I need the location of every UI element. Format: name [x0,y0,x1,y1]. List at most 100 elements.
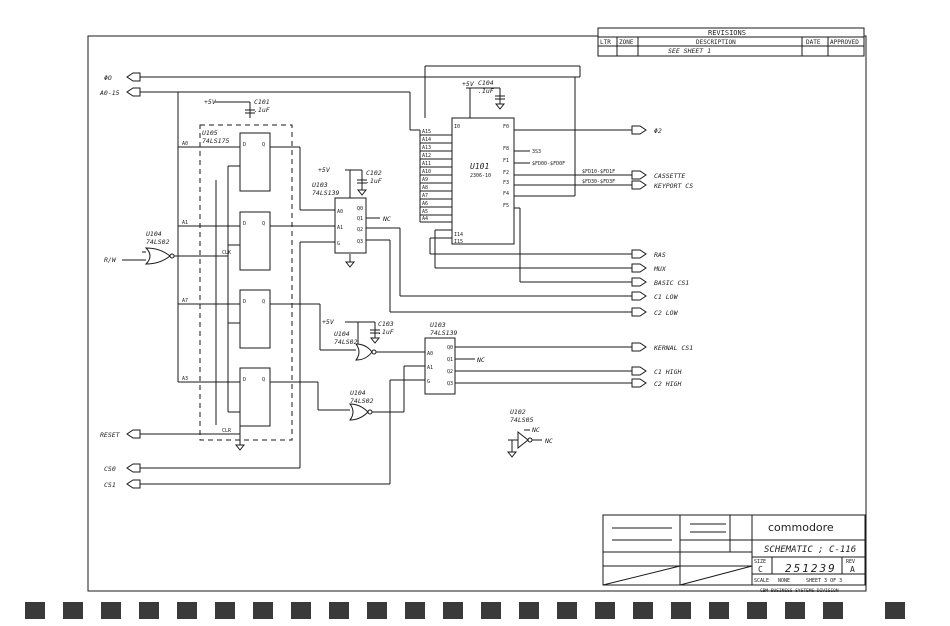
u102-ref: U102 [510,408,526,416]
connector-basic-cs1 [631,277,647,287]
svg-text:CLK: CLK [222,250,231,256]
label-addr: A0-15 [99,89,120,97]
label-c2-high: C2 HIGH [654,380,681,388]
u104b-gate [355,343,373,361]
svg-text:A12: A12 [422,153,431,159]
title-text: SCHEMATIC ; C-116 [764,545,856,555]
svg-text:I15: I15 [454,239,463,245]
label-kernal-cs1: KERNAL CS1 [653,344,693,352]
svg-text:Q0: Q0 [447,345,453,351]
connector-reset [126,429,141,439]
u103b-ref: U103 [430,321,446,329]
c104-value: .1uF [478,87,494,95]
title-company: commodore [768,521,834,534]
label-keyport: KEYPORT CS [653,182,693,190]
u103a-ref: U103 [312,181,328,189]
drawing-frame [87,35,867,592]
u102-part: 74LS05 [510,416,534,424]
label-phi0: ΦO [104,74,112,82]
svg-text:Q2: Q2 [357,227,363,233]
revisions-col-description: DESCRIPTION [696,39,736,46]
svg-text:A15: A15 [422,129,431,135]
svg-text:F5: F5 [503,203,509,209]
c101-value: .1uF [254,106,270,114]
c101-power: +5V [204,98,217,106]
c102-ref: C102 [366,169,382,177]
svg-text:D: D [243,142,246,148]
left-connectors: ΦO A0-15 R/W RESET CS0 CS1 [99,72,141,489]
u103b-nc: NC [476,356,485,364]
connector-addr [126,87,141,97]
label-cs0: CS0 [104,465,116,473]
svg-text:F3: F3 [503,180,509,186]
svg-text:A0: A0 [337,209,343,215]
u105-ref: U105 [202,129,218,137]
chip-u104c: U104 74LS02 [349,389,374,421]
u103b-part: 74LS139 [430,329,457,337]
svg-text:F8: F8 [503,146,509,152]
u103a-nc: NC [382,215,391,223]
c102-power: +5V [318,166,331,174]
u104a-part: 74LS02 [146,238,170,246]
u103a-body [334,197,367,254]
connector-kernal-cs1 [631,342,647,352]
title-sheet: SHEET 3 OF 3 [806,578,842,584]
c104-power: +5V [462,80,475,88]
fd-range-2: $FD30-$FD3F [582,179,615,185]
u101-ref: U101 [470,162,489,171]
revisions-col-approved: APPROVED [830,39,859,46]
c103-ref: C103 [378,320,394,328]
svg-text:A0: A0 [182,141,188,147]
svg-text:Q: Q [262,299,265,305]
connector-cs1 [126,479,141,489]
title-size: C [758,565,763,574]
chip-u101: U101 2306-10 A15 A14 A13 A12 A11 A10 A9 … [422,117,615,245]
svg-text:Q: Q [262,142,265,148]
chip-u104a: U104 74LS02 [144,230,175,265]
revisions-col-zone: ZONE [619,39,634,46]
svg-text:A10: A10 [422,169,431,175]
u103a-part: 74LS139 [312,189,339,197]
u104a-gate [144,247,171,265]
chip-u103b: U103 74LS139 A0 A1 G Q0 Q1 Q2 Q3 NC [424,321,485,395]
label-cs1: CS1 [104,481,116,489]
c103-power: +5V [322,318,335,326]
u104c-gate [349,403,369,421]
title-size-label: SIZE [754,559,766,565]
title-scale-label: SCALE [754,578,769,584]
svg-text:G: G [337,241,340,247]
svg-text:Q2: Q2 [447,369,453,375]
svg-text:Q3: Q3 [447,381,453,387]
u104b-part: 74LS02 [334,338,358,346]
svg-text:F4: F4 [503,191,509,197]
u104b-ref: U104 [334,330,350,338]
svg-text:A1: A1 [182,220,188,226]
c103-value: .1uF [378,328,394,336]
label-c1-low: C1 LOW [654,293,679,301]
connector-c1-low [631,291,647,301]
title-dwg-no: 251239 [785,562,837,575]
svg-text:F1: F1 [503,158,509,164]
title-footer: CBM BUSINESS SYSTEMS DIVISION [760,588,839,594]
svg-text:Q1: Q1 [447,357,453,363]
svg-text:D: D [243,377,246,383]
title-rev: A [850,565,855,574]
connector-phi0 [126,72,141,82]
svg-text:G: G [427,379,430,385]
svg-text:A1: A1 [337,225,343,231]
svg-text:A4: A4 [422,216,428,222]
label-ras: RAS [654,251,666,259]
svg-text:A7: A7 [182,298,188,304]
u103b-body [424,337,456,395]
svg-text:A7: A7 [422,193,428,199]
svg-text:D: D [243,221,246,227]
svg-text:CLR: CLR [222,428,232,434]
svg-text:Q1: Q1 [357,216,363,222]
u102-nc-2: NC [544,437,553,445]
connector-c1-high [631,366,647,376]
label-phi2: Φ2 [654,127,662,135]
u104c-ref: U104 [350,389,366,397]
svg-text:A0: A0 [427,351,433,357]
